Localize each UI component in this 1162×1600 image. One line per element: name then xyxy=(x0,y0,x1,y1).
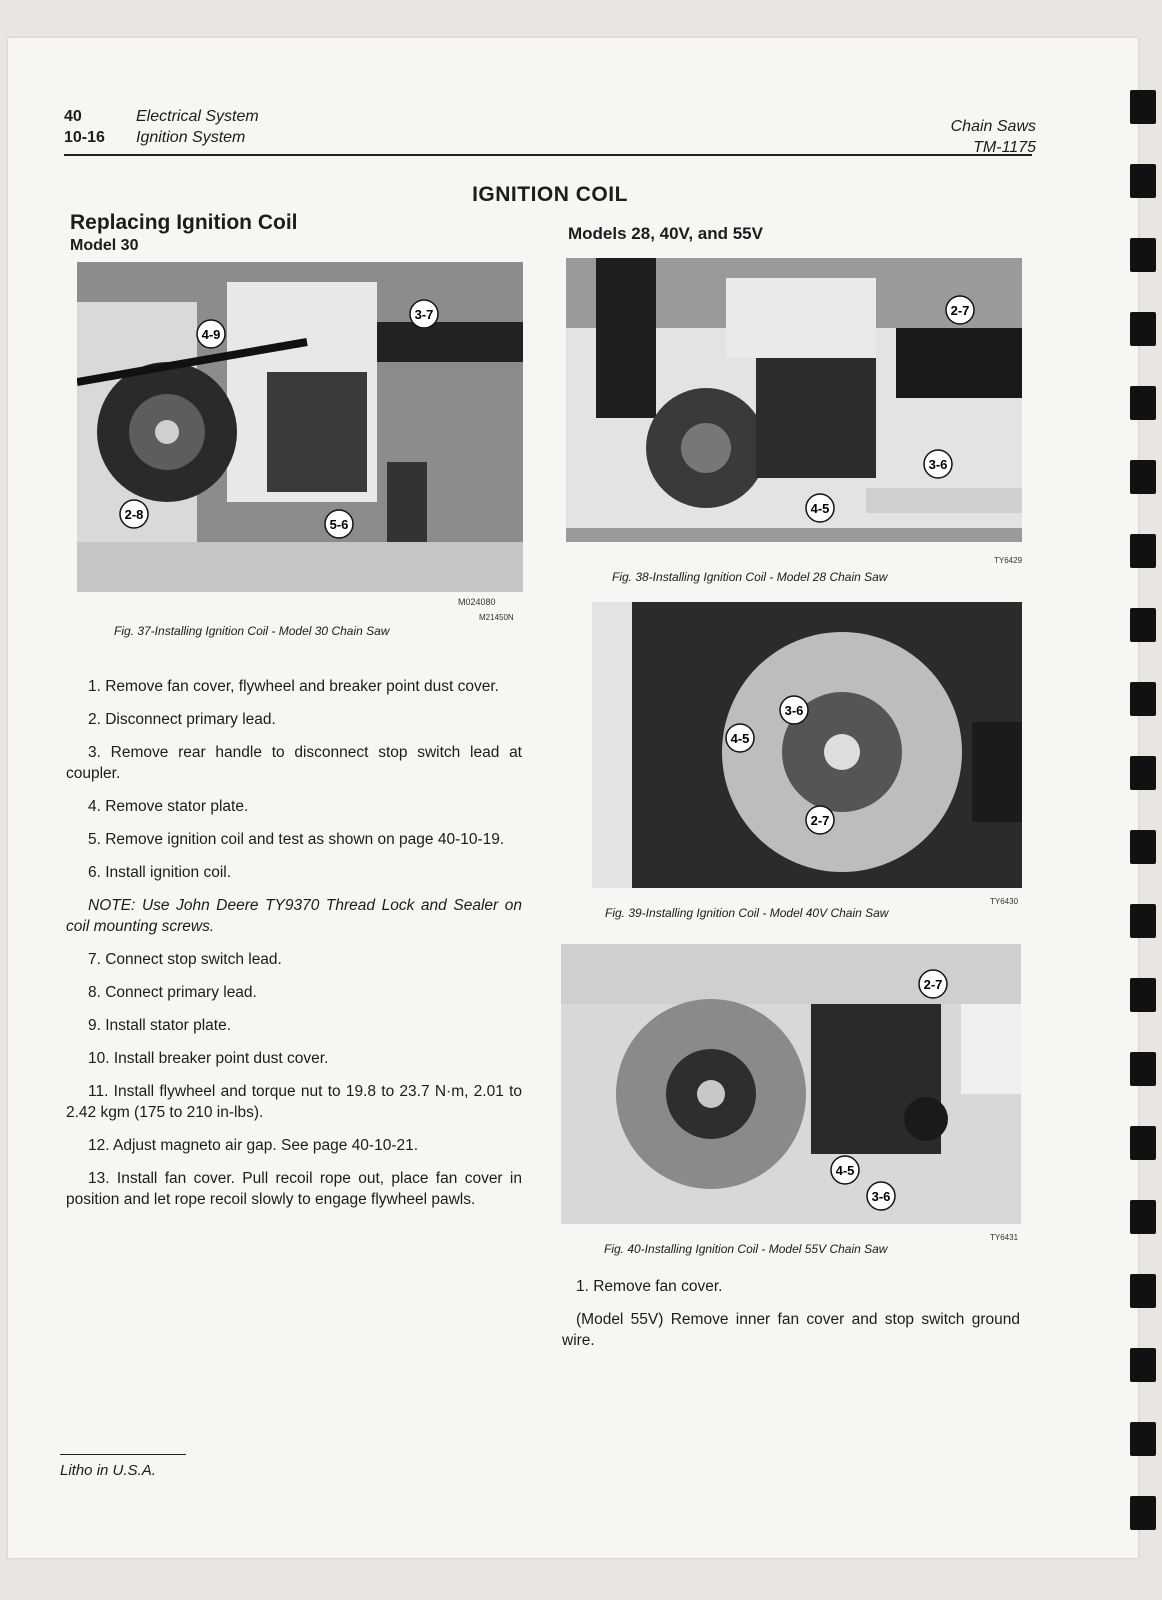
subsection-title: Ignition System xyxy=(136,129,246,146)
figure-37-caption: Fig. 37-Installing Ignition Coil - Model… xyxy=(114,624,390,638)
callout-4-9: 4-9 xyxy=(196,319,226,349)
callout-label: 2-7 xyxy=(924,977,943,992)
callout-2-7: 2-7 xyxy=(805,805,835,835)
callout-4-5: 4-5 xyxy=(805,493,835,523)
figure-38-photo xyxy=(566,258,1022,542)
figure-38-code: TY6429 xyxy=(994,556,1023,565)
figure-40-callouts: 2-7 4-5 3-6 xyxy=(830,969,948,1211)
page-header-right: Chain Saws TM-1175 xyxy=(951,116,1036,158)
figure-39-callouts: 3-6 4-5 2-7 xyxy=(725,695,835,835)
step-item: 2. Disconnect primary lead. xyxy=(88,711,276,728)
page-number: 40 xyxy=(64,108,82,125)
step-item: 7. Connect stop switch lead. xyxy=(88,951,282,968)
figure-38-caption: Fig. 38-Installing Ignition Coil - Model… xyxy=(612,570,888,584)
header-rule xyxy=(64,154,1032,156)
spiral-binding xyxy=(1128,90,1162,1540)
note-item: NOTE: Use John Deere TY9370 Thread Lock … xyxy=(66,897,522,935)
step-item: 12. Adjust magneto air gap. See page 40-… xyxy=(88,1137,419,1154)
callout-3-6: 3-6 xyxy=(779,695,809,725)
step-item: 10. Install breaker point dust cover. xyxy=(88,1050,329,1067)
step-item: 1. Remove fan cover, flywheel and breake… xyxy=(88,678,499,695)
step-item: (Model 55V) Remove inner fan cover and s… xyxy=(562,1311,1020,1349)
figure-37-code: M21450N xyxy=(479,613,514,622)
step-item: 4. Remove stator plate. xyxy=(88,798,249,815)
page-title: IGNITION COIL xyxy=(472,183,628,206)
figure-39-caption: Fig. 39-Installing Ignition Coil - Model… xyxy=(605,906,889,920)
step-item: 3. Remove rear handle to disconnect stop… xyxy=(66,744,522,782)
section-title: Electrical System xyxy=(136,108,259,125)
figure-37-stamp: M024080 xyxy=(458,597,496,607)
step-item: 5. Remove ignition coil and test as show… xyxy=(88,831,505,848)
callout-label: 2-7 xyxy=(811,813,830,828)
footer-rule xyxy=(60,1454,186,1455)
left-steps: 1. Remove fan cover, flywheel and breake… xyxy=(66,676,522,1222)
callout-label: 2-8 xyxy=(125,507,144,522)
footer-text: Litho in U.S.A. xyxy=(60,1462,156,1479)
page-header-left: 40 Electrical System 10-16 Ignition System xyxy=(64,106,259,148)
figure-40-caption: Fig. 40-Installing Ignition Coil - Model… xyxy=(604,1242,888,1256)
callout-label: 3-6 xyxy=(785,703,804,718)
figure-39-code: TY6430 xyxy=(990,897,1019,906)
left-subheading: Model 30 xyxy=(70,237,139,254)
figure-37-callouts: 4-9 3-7 2-8 5-6 xyxy=(119,299,439,539)
figure-40-photo xyxy=(561,944,1021,1224)
callout-4-5: 4-5 xyxy=(830,1155,860,1185)
callout-5-6: 5-6 xyxy=(324,509,354,539)
callout-label: 4-5 xyxy=(731,731,750,746)
figure-40-code: TY6431 xyxy=(990,1233,1019,1242)
callout-label: 3-6 xyxy=(929,457,948,472)
step-item: 9. Install stator plate. xyxy=(88,1017,232,1034)
step-item: 13. Install fan cover. Pull recoil rope … xyxy=(66,1170,522,1208)
right-heading: Models 28, 40V, and 55V xyxy=(568,224,763,243)
manual-title: Chain Saws xyxy=(950,118,1036,135)
step-item: 8. Connect primary lead. xyxy=(88,984,257,1001)
step-item: 6. Install ignition coil. xyxy=(88,864,232,881)
callout-2-7: 2-7 xyxy=(918,969,948,999)
callout-3-7: 3-7 xyxy=(409,299,439,329)
step-item: 1. Remove fan cover. xyxy=(576,1278,723,1295)
right-steps: 1. Remove fan cover. (Model 55V) Remove … xyxy=(562,1276,1020,1363)
callout-3-6: 3-6 xyxy=(866,1181,896,1211)
callout-label: 5-6 xyxy=(330,517,349,532)
figure-39-photo xyxy=(592,602,1022,888)
figure-38-callouts: 2-7 3-6 4-5 xyxy=(805,295,975,523)
left-heading: Replacing Ignition Coil xyxy=(70,211,298,234)
subsection-number: 10-16 xyxy=(64,129,105,146)
callout-4-5: 4-5 xyxy=(725,723,755,753)
callout-label: 4-5 xyxy=(836,1163,855,1178)
manual-code: TM-1175 xyxy=(973,139,1036,156)
callout-label: 3-7 xyxy=(415,307,434,322)
callout-2-8: 2-8 xyxy=(119,499,149,529)
callout-2-7: 2-7 xyxy=(945,295,975,325)
step-item: 11. Install flywheel and torque nut to 1… xyxy=(66,1083,522,1121)
callout-label: 4-5 xyxy=(811,501,830,516)
callout-label: 2-7 xyxy=(951,303,970,318)
callout-label: 3-6 xyxy=(872,1189,891,1204)
callout-label: 4-9 xyxy=(202,327,221,342)
callout-3-6: 3-6 xyxy=(923,449,953,479)
